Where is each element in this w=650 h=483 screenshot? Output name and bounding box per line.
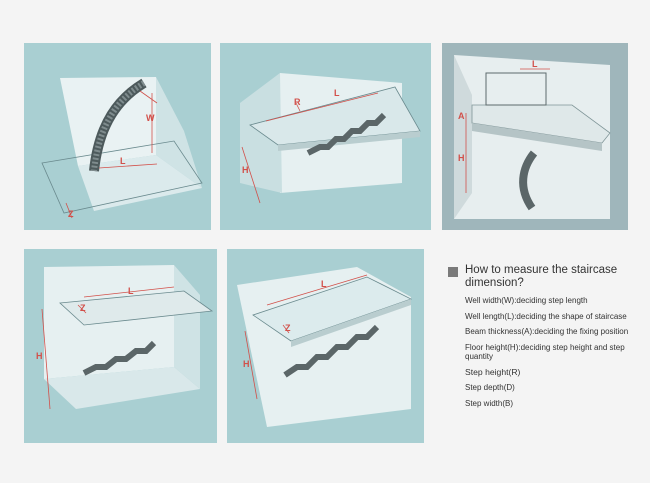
dimension-label-z: Z xyxy=(285,323,291,333)
diagram-spiral-staircase: W L Z xyxy=(24,43,211,230)
dimension-label-w: W xyxy=(146,113,155,123)
straight-staircase-illustration: L R H xyxy=(240,73,421,204)
dimension-label-r: R xyxy=(294,97,301,107)
legend-title: How to measure the staircase dimension? xyxy=(465,264,618,289)
l-shaped-staircase-illustration: L Z H xyxy=(36,265,214,410)
diagram-straight-staircase-side: L Z H xyxy=(227,249,424,443)
legend-item-floor-height: Floor height(H):deciding step height and… xyxy=(465,342,625,362)
dimension-label-l: L xyxy=(120,156,126,166)
dimension-label-l: L xyxy=(334,88,340,98)
dimension-label-h: H xyxy=(36,351,43,361)
dimension-label-a: A xyxy=(458,111,465,121)
dimension-label-z: Z xyxy=(68,209,74,219)
bullet-square-icon xyxy=(448,267,458,277)
dimension-label-l: L xyxy=(321,279,327,289)
legend-item-beam-thickness: Beam thickness(A):deciding the fixing po… xyxy=(465,327,629,336)
straight-side-illustration: L Z H xyxy=(237,267,413,427)
dimension-label-h: H xyxy=(458,153,465,163)
spiral-staircase-illustration: W L Z xyxy=(41,77,203,219)
dimension-label-l: L xyxy=(128,286,134,296)
diagram-l-shaped-staircase: L Z H xyxy=(24,249,217,443)
legend-item-step-height: Step height(R) xyxy=(465,366,521,377)
dimension-label-l: L xyxy=(532,59,538,69)
diagram-straight-staircase: L R H xyxy=(220,43,431,230)
legend-heading: How to measure the staircase dimension? xyxy=(448,264,638,290)
dimension-label-z: Z xyxy=(80,303,86,313)
dimension-label-h: H xyxy=(243,359,250,369)
legend: How to measure the staircase dimension? … xyxy=(448,264,638,408)
legend-item-step-depth: Step depth(D) xyxy=(465,383,515,392)
legend-item-well-length: Well length(L):deciding the shape of sta… xyxy=(465,311,627,321)
legend-item-step-width: Step width(B) xyxy=(465,398,514,408)
legend-item-well-width: Well width(W):deciding step length xyxy=(465,296,588,305)
dimension-label-h: H xyxy=(242,165,249,175)
spiral-landing-illustration: L A H xyxy=(454,55,611,219)
diagram-spiral-with-landing: L A H xyxy=(442,43,628,230)
